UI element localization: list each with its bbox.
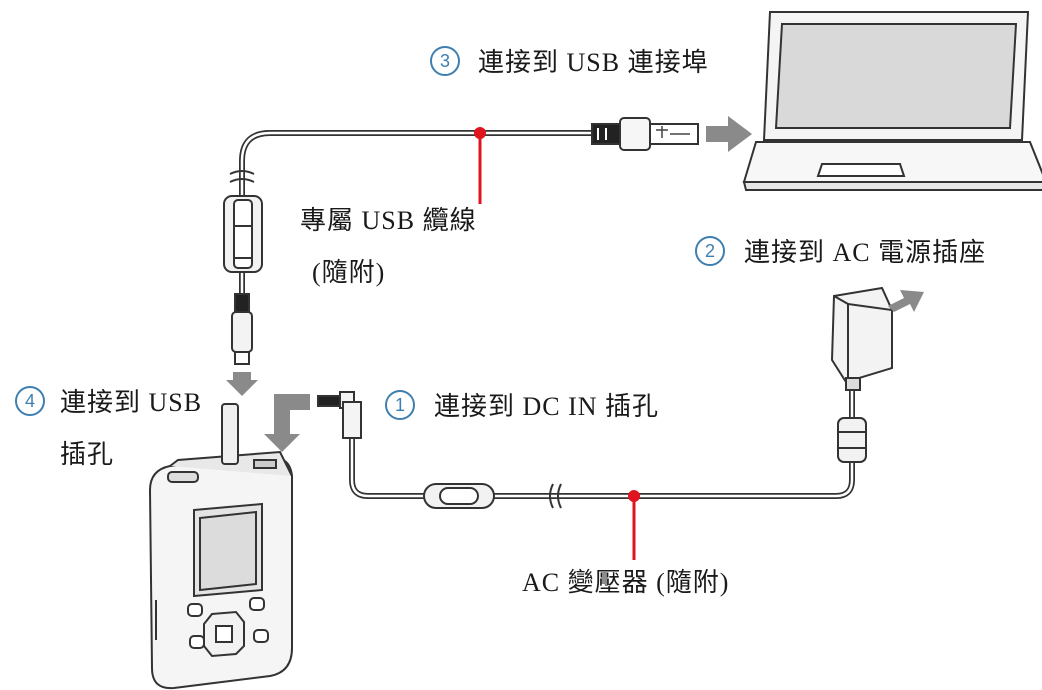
step-1-text: 連接到 DC IN 插孔 [434,392,659,421]
step-number: 1 [395,395,405,415]
step-number-badge [385,390,415,420]
ac-adapter-label: AC 變壓器 (隨附) [522,568,729,597]
step-number: 3 [440,51,450,71]
usb-a-plug [591,117,699,151]
usb-cable-inner [240,131,598,302]
ac-adapter-callout [628,490,640,560]
arrow-to-laptop [706,116,752,152]
usb-cable-supplied-label: (隨附) [312,258,385,287]
cable-break-mark [229,170,255,183]
step-2-text: 連接到 AC 電源插座 [744,238,986,267]
step-1-label: 1 連接到 DC IN 插孔 [385,390,659,421]
step-4-text-line1: 連接到 USB [60,388,202,417]
step-number: 2 [705,241,715,261]
usb-cable-callout [474,127,486,204]
step-3-label: 3 連接到 USB 連接埠 [430,46,709,77]
step-number-badge [430,46,460,76]
arrow-to-dc-jack [264,394,310,452]
ferrite-core-dc [423,483,495,509]
step-number-badge [695,236,725,266]
ferrite-core-adapter [837,417,867,463]
cable-break-mark-ac [549,483,562,509]
mini-usb-plug [231,293,253,365]
step-number-badge [15,386,45,416]
dc-plug [317,391,362,439]
arrow-down-to-device [226,372,258,396]
step-4-label: 4 連接到 USB 插孔 [15,386,202,469]
usb-cable-label: 專屬 USB 纜線 [300,206,477,235]
player-device [148,403,293,690]
step-number: 4 [25,391,35,411]
ac-adapter-illustration [830,286,893,391]
step-2-label: 2 連接到 AC 電源插座 [695,236,986,267]
step-4-text-line2: 插孔 [60,440,114,469]
ferrite-core-usb [223,195,263,273]
arrow-to-outlet [888,290,924,312]
laptop-illustration [742,11,1042,191]
step-3-text: 連接到 USB 連接埠 [478,48,709,77]
